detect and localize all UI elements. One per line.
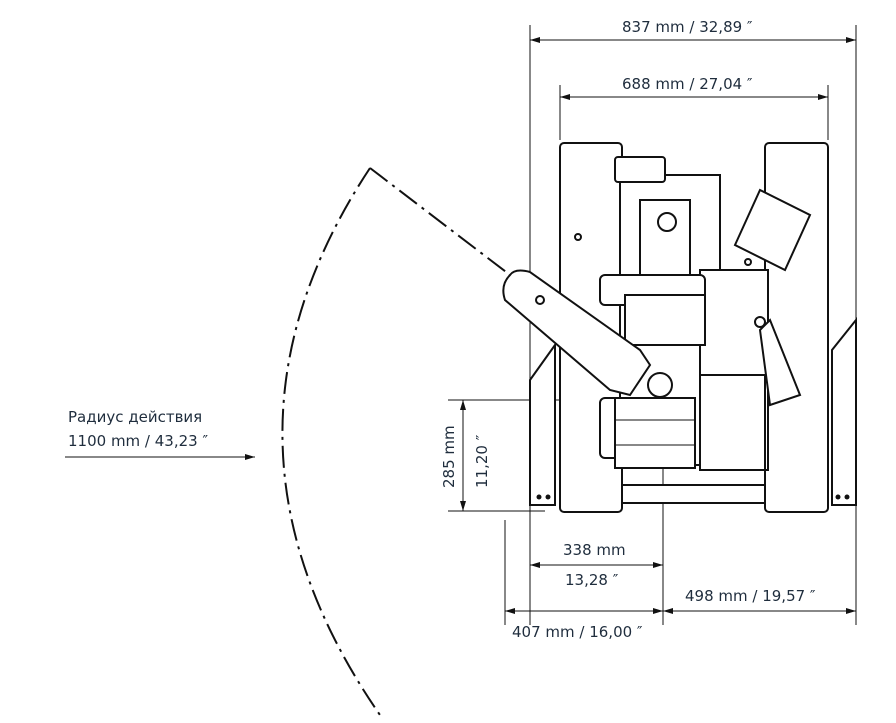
left-bracket [529,341,556,506]
machine-drawing [502,142,857,513]
dim-overall-width-label: 837 mm / 32,89 ″ [622,18,753,36]
dim-offset-in-label: 13,28 ″ [565,571,619,589]
dim-left-width-label: 407 mm / 16,00 ″ [512,623,643,641]
radius-value: 1100 mm / 43,23 ″ [68,432,209,450]
radius-title: Радиус действия [68,408,203,426]
motor [614,397,696,469]
working-radius-arc [281,167,381,716]
dim-right-width-label: 498 mm / 19,57 ″ [685,587,816,605]
right-bracket [831,317,857,506]
dim-height-mm-label: 285 mm [440,425,458,488]
dim-offset-mm-label: 338 mm [563,541,626,559]
base-bar [621,484,766,504]
control-box [733,188,812,272]
dim-track-width-label: 688 mm / 27,04 ″ [622,75,753,93]
dim-height-in-label: 11,20 ″ [473,434,491,488]
